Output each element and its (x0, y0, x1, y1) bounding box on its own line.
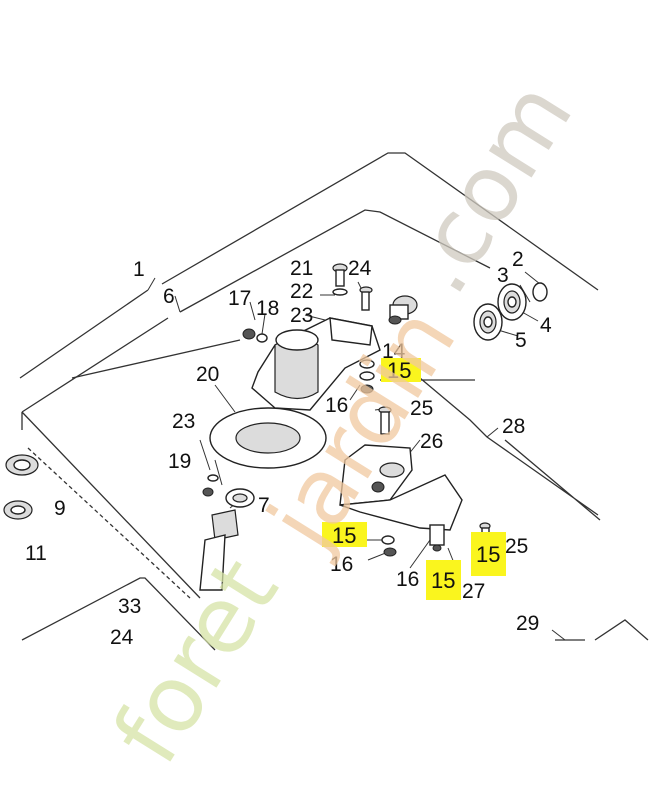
label-23-top: 23 (290, 304, 313, 327)
nut-16-lower (381, 535, 397, 557)
label-25-top: 25 (410, 397, 433, 420)
frame-outer (19, 152, 599, 379)
bearing-4 (497, 283, 527, 321)
highlighted-callouts: 15 15 15 15 (322, 358, 506, 600)
watermark-text-foret: foret (93, 541, 299, 782)
label-3: 3 (497, 264, 509, 287)
label-19: 19 (168, 450, 191, 473)
frame-left-drop (21, 411, 201, 599)
frame-bottom (21, 577, 216, 651)
bolt-21 (332, 263, 348, 287)
label-28: 28 (502, 415, 525, 438)
label-22: 22 (290, 280, 313, 303)
bearing-5 (473, 303, 503, 341)
label-29: 29 (516, 612, 539, 635)
frame-inner (21, 209, 491, 413)
washer-22 (332, 288, 348, 296)
bearing-9 (3, 454, 39, 520)
label-11: 11 (25, 542, 47, 565)
frame-sub-28 (71, 339, 601, 521)
gear-housing (242, 317, 381, 411)
label-21: 21 (290, 257, 313, 280)
label-27: 27 (462, 580, 485, 603)
label-16-top: 16 (325, 394, 348, 417)
guard-26 (339, 444, 463, 531)
label-24: 24 (348, 257, 372, 280)
label-2: 2 (512, 248, 524, 271)
label-23-left: 23 (172, 410, 195, 433)
highlight-label-3: 15 (431, 568, 455, 593)
highlight-box-1 (381, 358, 421, 382)
gear-top (388, 295, 418, 325)
label-26: 26 (420, 430, 443, 453)
label-20: 20 (196, 363, 219, 386)
highlight-label-4: 15 (476, 542, 500, 567)
label-5: 5 (515, 329, 527, 352)
label-4: 4 (540, 314, 552, 337)
washer-stack-14-16 (359, 359, 375, 394)
frame-lines (19, 152, 649, 651)
frame-right-bottom (555, 619, 649, 641)
highlight-box-4 (471, 532, 506, 576)
label-25-bottom: 25 (505, 535, 528, 558)
highlight-box-3 (426, 560, 461, 600)
label-24-bottom: 24 (110, 626, 134, 649)
bevel-gear-7 (199, 474, 255, 591)
highlight-box-2 (322, 522, 367, 547)
label-6: 6 (163, 285, 175, 308)
label-1: 1 (133, 258, 145, 281)
label-7: 7 (258, 494, 270, 517)
circlip-2 (532, 282, 548, 302)
part-labels: 1 6 2 3 4 5 21 24 22 17 18 23 14 20 16 2… (25, 248, 552, 649)
highlight-label-1: 15 (387, 358, 411, 383)
label-33: 33 (118, 595, 141, 618)
label-16-bottom-right: 16 (396, 568, 419, 591)
plate-20 (209, 407, 327, 469)
label-9: 9 (54, 497, 66, 520)
bolt-25 (378, 406, 392, 435)
frame-dash (27, 447, 191, 599)
label-18: 18 (256, 297, 279, 320)
label-14: 14 (382, 340, 406, 363)
label-17: 17 (228, 287, 251, 310)
highlight-label-2: 15 (332, 523, 356, 548)
watermark-text-com: .com (383, 64, 593, 312)
label-16-bottom-left: 16 (330, 553, 353, 576)
clip-27 (429, 524, 445, 552)
bolt-24 (359, 286, 373, 311)
